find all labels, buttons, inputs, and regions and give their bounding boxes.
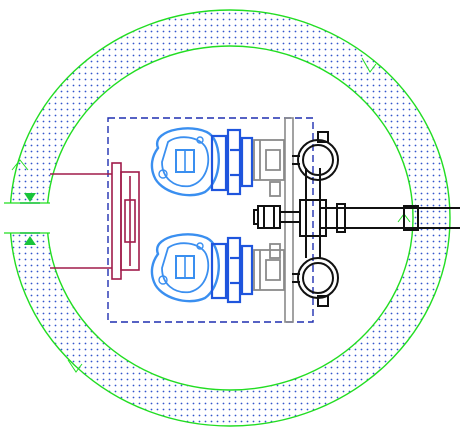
marker-up-icon — [24, 236, 36, 245]
ring-tick-top-right — [361, 57, 377, 73]
outer-ring — [9, 9, 451, 427]
flange-inlet — [50, 162, 140, 280]
inlet-channel — [4, 193, 50, 245]
pipe-network — [253, 131, 460, 307]
inner-frame — [107, 117, 314, 323]
support-plate — [284, 117, 294, 323]
ring-tick-bottom-left — [67, 359, 83, 373]
ring-inner-edge — [46, 45, 414, 391]
ring-fill — [9, 10, 450, 426]
ring-tick-left — [11, 159, 29, 171]
valve-upper — [150, 127, 285, 197]
marker-down-icon — [24, 193, 36, 202]
valve-lower — [150, 233, 285, 304]
